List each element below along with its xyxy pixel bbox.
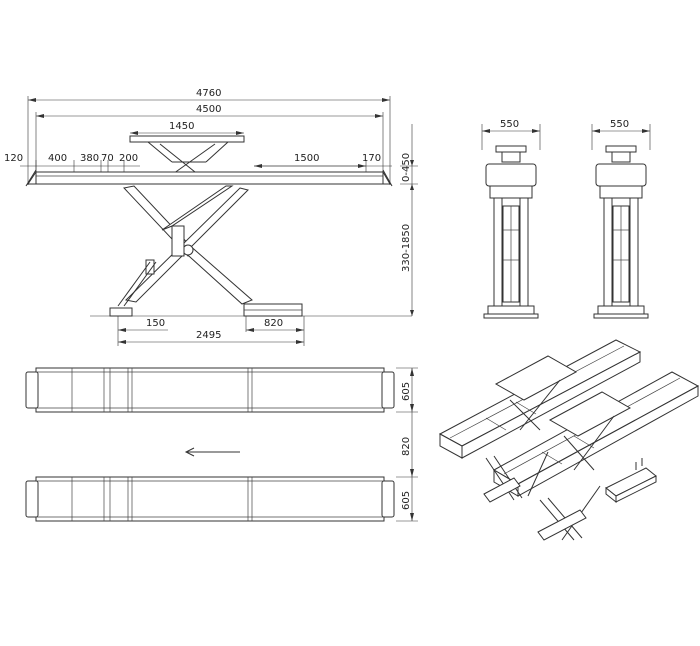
plan-605-top-label: 605 — [401, 382, 412, 401]
dim-overall-length: 4760 — [27, 88, 391, 185]
iso-platform-back — [438, 339, 642, 459]
iso-control-box — [605, 458, 657, 504]
side-top-table — [129, 135, 245, 177]
iso-scissors — [483, 451, 601, 541]
plan-view: 605 820 605 — [25, 367, 418, 522]
plan-820-label: 820 — [401, 437, 412, 456]
isometric-view — [438, 339, 700, 541]
plan-platform-bottom — [25, 476, 395, 522]
end-left-width-label: 550 — [500, 119, 519, 130]
dim-top-table: 1450 — [130, 121, 244, 135]
dim-70-label: 70 — [101, 153, 114, 164]
end-view-left: 550 — [481, 119, 541, 319]
side-scissor — [117, 185, 253, 307]
dim-820-label: 820 — [264, 318, 283, 329]
plan-dims: 605 820 605 — [396, 367, 418, 522]
dim-4500-label: 4500 — [196, 104, 221, 115]
side-view: 4760 4500 1450 120 — [4, 88, 418, 346]
side-platform — [25, 169, 393, 187]
dim-330-1850-label: 330-1850 — [401, 224, 412, 272]
dim-400-label: 400 — [48, 153, 67, 164]
dim-small-row: 120 400 380 70 200 1500 170 — [4, 153, 392, 172]
dim-1500-label: 1500 — [294, 153, 319, 164]
iso-table-front — [548, 391, 632, 471]
iso-table-back — [494, 355, 578, 431]
direction-arrow — [184, 447, 240, 457]
dim-0-450-label: 0-450 — [401, 153, 412, 182]
end-view-right: 550 — [591, 119, 651, 319]
dim-4760-label: 4760 — [196, 88, 221, 99]
plan-platform-top — [25, 367, 395, 413]
dim-120-label: 120 — [4, 153, 23, 164]
dim-2495-label: 2495 — [196, 330, 221, 341]
dim-150-label: 150 — [146, 318, 165, 329]
dim-380-label: 380 — [80, 153, 99, 164]
dim-base: 150 820 2495 — [117, 316, 305, 346]
dim-heights: 0-450 330-1850 — [400, 124, 418, 316]
side-base — [90, 303, 412, 317]
dim-170-label: 170 — [362, 153, 381, 164]
dim-1450-label: 1450 — [169, 121, 194, 132]
end-right-width-label: 550 — [610, 119, 629, 130]
dim-200-label: 200 — [119, 153, 138, 164]
plan-605-bottom-label: 605 — [401, 491, 412, 510]
